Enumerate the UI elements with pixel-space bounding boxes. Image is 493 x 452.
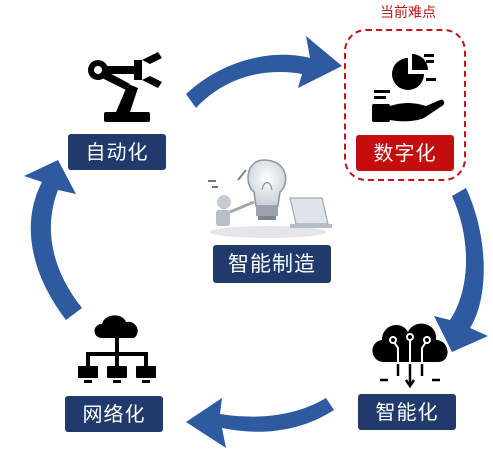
stage-label-networking: 网络化 <box>65 396 163 432</box>
lightbulb-laptop-icon <box>208 159 332 238</box>
highlight-frame <box>344 29 466 181</box>
arrow-top <box>186 36 342 108</box>
arrow-bottom <box>186 398 334 448</box>
robot-arm-icon <box>88 52 162 122</box>
cloud-network-icon <box>78 315 156 383</box>
arrow-right <box>434 188 488 352</box>
highlight-note: 当前难点 <box>380 5 436 21</box>
center-label: 智能制造 <box>213 245 331 283</box>
stage-label-intelligence: 智能化 <box>358 394 456 430</box>
stage-label-digitization: 数字化 <box>356 135 454 171</box>
smart-cloud-icon <box>372 323 448 389</box>
stage-label-automation: 自动化 <box>68 134 166 170</box>
arrow-left <box>24 160 82 320</box>
pie-chart-hand-icon <box>372 54 445 122</box>
